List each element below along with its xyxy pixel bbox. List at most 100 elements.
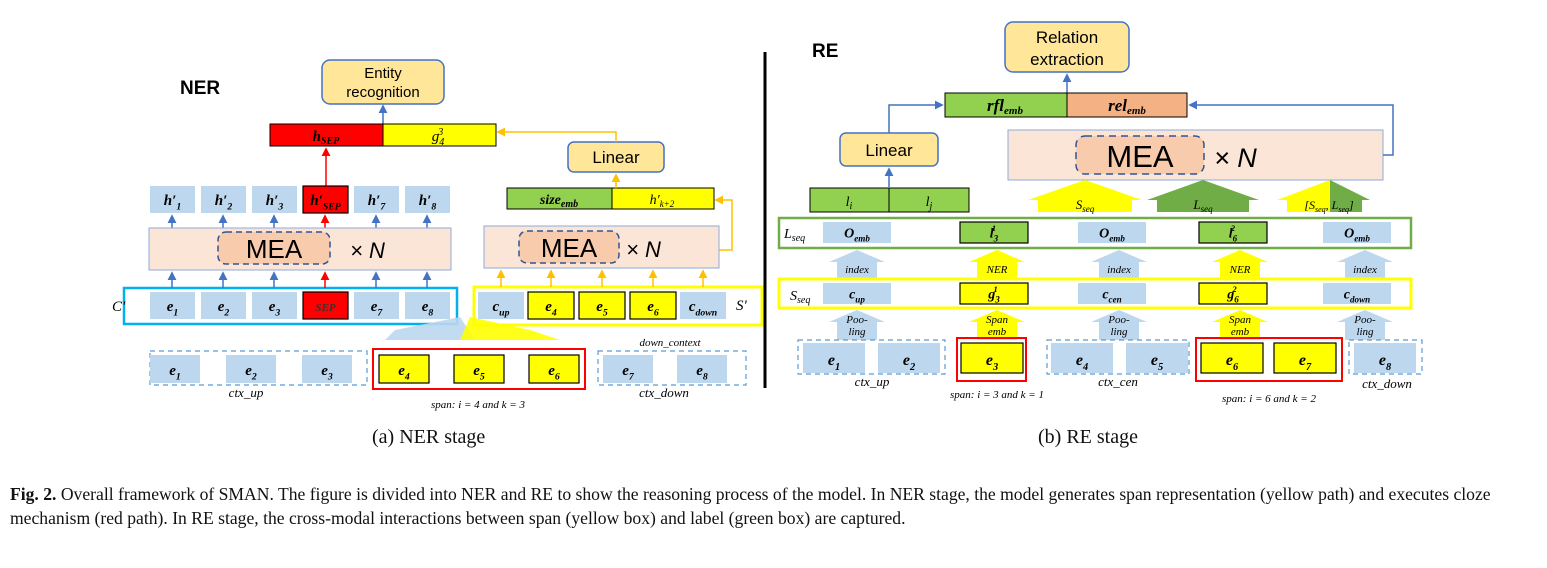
re-lseq-item-label: Oemb [844, 226, 870, 243]
ner-s-item-label: cdown [689, 299, 717, 319]
ner-bottom-box [603, 355, 653, 383]
re-mid-arrow-label: index [1353, 264, 1377, 276]
ner-label-ctx-up: ctx_up [229, 385, 264, 400]
re-li [809, 187, 890, 213]
re-panel: RE Relation extraction rflemb relemb Lin… [777, 21, 1423, 405]
re-sseq-border [777, 277, 1413, 310]
re-label-span1: span: i = 3 and k = 1 [950, 389, 1044, 401]
ner-bottom-box [150, 355, 200, 383]
ner-times-n: × N [350, 238, 385, 263]
ner-s-prime: S' [736, 298, 748, 314]
re-sseq-item-label: cdown [1344, 287, 1370, 304]
ner-h-item-box [302, 185, 349, 214]
ner-bottom-label: e2 [245, 363, 257, 383]
re-bottom-box [878, 343, 940, 373]
ner-bottom-label: e8 [696, 363, 708, 383]
re-rfl-emb [944, 92, 1068, 118]
re-bottom-box [1273, 342, 1337, 374]
ner-h-item-box [405, 186, 450, 213]
re-lseq-item-label: l31 [990, 224, 999, 244]
ner-s-item-box [578, 291, 626, 320]
re-sseq-item-label: g62 [1226, 285, 1239, 305]
re-lower-arrow-label: Span [1229, 314, 1252, 326]
re-bottom-label: e7 [1299, 352, 1312, 373]
re-ctx-down-border [1348, 339, 1423, 375]
ner-c-row-border [122, 286, 459, 326]
figure-caption-label: Fig. 2. [10, 484, 57, 504]
re-lower-arrow-label: emb [1231, 326, 1250, 338]
ner-c-item-label: e8 [422, 299, 434, 319]
re-bottom-label: e5 [1151, 352, 1163, 373]
re-mid-arrow [969, 250, 1025, 279]
re-sseq-item-box [959, 282, 1029, 305]
re-mid-arrow [1091, 250, 1147, 279]
re-lj-label: lj [926, 195, 933, 212]
ner-bottom-label: e1 [169, 363, 181, 383]
relation-extraction-line1: Relation [1036, 28, 1098, 47]
re-lseq-border [777, 216, 1413, 250]
re-bottom-box [960, 342, 1024, 374]
relation-extraction-box [1004, 21, 1130, 73]
ner-s-item-box [680, 292, 726, 319]
re-mea-label: MEA [1106, 139, 1174, 174]
re-bottom-box [1200, 342, 1264, 374]
ner-c-item-box [302, 291, 349, 320]
re-mid-arrow [1212, 250, 1268, 279]
ner-h-item-box [201, 186, 246, 213]
ner-s-item-label: e6 [647, 299, 659, 319]
re-bottom-box [1126, 343, 1188, 373]
re-lj [888, 187, 970, 213]
ner-span-border [372, 348, 586, 390]
ner-ctx-up-border [149, 350, 368, 386]
entity-recognition-line1: Entity [364, 65, 402, 82]
re-bottom-label: e2 [903, 352, 915, 373]
ner-h-item-label: h′7 [368, 193, 387, 213]
ner-bottom-box [453, 354, 505, 384]
ner-right-times-n: × N [626, 237, 661, 262]
ner-bottom-box [378, 354, 430, 384]
ner-bottom-label: e3 [321, 363, 333, 383]
ner-s-item-label: e5 [596, 299, 608, 319]
re-lower-arrow [1337, 310, 1393, 340]
re-lseq-item-box [823, 222, 891, 243]
ner-c-item-label: e3 [269, 299, 281, 319]
entity-recognition-line2: recognition [346, 84, 419, 101]
ner-title: NER [180, 78, 220, 99]
re-lower-arrow-label: ling [848, 326, 866, 338]
ner-down-context: down_context [639, 337, 701, 349]
ner-s-item-box [478, 292, 524, 319]
re-times-n: × N [1214, 143, 1257, 173]
ner-bottom-label: e6 [548, 363, 560, 383]
caption-re-stage: (b) RE stage [1038, 426, 1138, 448]
ner-h-item-box [150, 186, 195, 213]
ner-h-item-label: h′1 [164, 193, 181, 213]
re-lower-arrow-label: Poo- [1107, 314, 1130, 326]
re-lower-arrow [969, 310, 1025, 340]
re-sseq-item-label: cup [849, 287, 865, 304]
re-lseq-item-box [1323, 222, 1391, 243]
re-lower-arrow-label: ling [1356, 326, 1374, 338]
re-bottom-label: e4 [1076, 352, 1088, 373]
re-mea-inner [1075, 135, 1205, 175]
re-label-span2: span: i = 6 and k = 2 [1222, 393, 1316, 405]
re-lower-arrow [1212, 310, 1268, 340]
re-sseq-item-box [1078, 283, 1146, 304]
ner-h-item-label: h′3 [266, 193, 284, 213]
re-lseq-item-box [1078, 222, 1146, 243]
ner-linear-label: Linear [592, 148, 640, 167]
re-sseq-item-box [1198, 282, 1268, 305]
ner-h-item-label: h′SEP [310, 193, 341, 213]
re-lseq-item-box [1198, 221, 1268, 244]
ner-top-bar-g [382, 123, 497, 147]
ner-s-row-border [472, 285, 764, 327]
re-lower-arrow-label: Poo- [1353, 314, 1376, 326]
re-sseq-item-label: ccen [1102, 287, 1121, 304]
re-ctx-cen-border [1046, 339, 1190, 375]
re-sseq-label: Sseq [790, 289, 810, 306]
ner-right-mea-inner [518, 230, 620, 264]
